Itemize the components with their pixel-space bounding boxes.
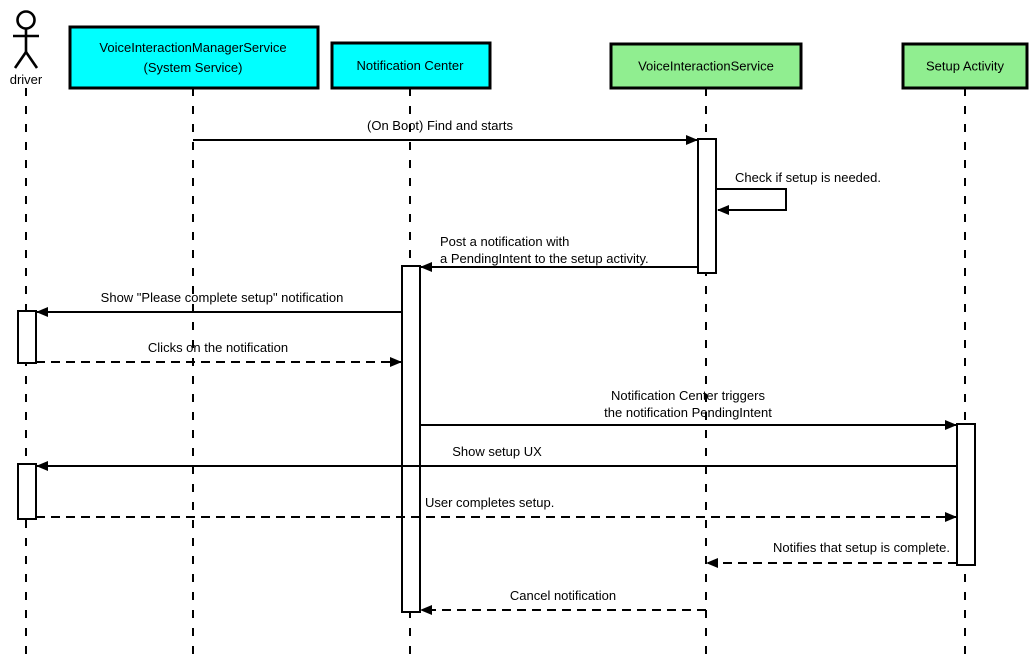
participant-label-vims-line1: VoiceInteractionManagerService — [99, 40, 286, 55]
msg-post-notification-label-line2: a PendingIntent to the setup activity. — [440, 251, 649, 266]
msg-clicks-notification-label-line1: Clicks on the notification — [148, 340, 288, 355]
participant-box-setup[interactable] — [901, 42, 1029, 90]
activation-bar-vis — [697, 138, 717, 274]
participant-headers-layer: driver VoiceInteractionManagerService (Sys… — [10, 10, 1029, 90]
participant-label-vims-line2: (System Service) — [144, 60, 243, 75]
msg-post-notification-label-line1: Post a notification with — [440, 234, 569, 249]
participant-label-driver: driver — [10, 72, 43, 87]
msg-show-notification: Show "Please complete setup" notificatio… — [36, 290, 402, 317]
participant-box-vis[interactable] — [609, 42, 803, 90]
activation-bar-setup — [956, 423, 976, 566]
msg-check-setup-label-line1: Check if setup is needed. — [735, 170, 881, 185]
msg-show-notification-label-line1: Show "Please complete setup" notificatio… — [101, 290, 344, 305]
activation-bars-layer — [17, 138, 976, 613]
participant-label-vis: VoiceInteractionService — [638, 58, 774, 73]
msg-check-setup: Check if setup is needed. — [716, 170, 881, 215]
participant-driver[interactable]: driver — [10, 10, 43, 88]
participant-vis[interactable]: VoiceInteractionService — [609, 42, 803, 90]
actor-leg-left-icon — [13, 51, 28, 69]
participant-notifctr[interactable]: Notification Center — [330, 41, 492, 90]
msg-cancel-notification: Cancel notification — [420, 588, 706, 615]
msg-trigger-pendingintent-label-line2: the notification PendingIntent — [604, 405, 772, 420]
participant-setup[interactable]: Setup Activity — [901, 42, 1029, 90]
msg-show-setup-ux: Show setup UX — [36, 444, 957, 471]
participant-vims[interactable]: VoiceInteractionManagerService (System Se… — [68, 25, 320, 90]
msg-cancel-notification-label-line1: Cancel notification — [510, 588, 616, 603]
msg-check-setup-arrow — [716, 188, 787, 215]
participant-label-setup: Setup Activity — [926, 58, 1005, 73]
msg-show-setup-ux-label-line1: Show setup UX — [452, 444, 542, 459]
msg-trigger-pendingintent-label-line1: Notification Center triggers — [611, 388, 765, 403]
actor-leg-right-icon — [24, 51, 39, 69]
msg-notifies-complete-label-line1: Notifies that setup is complete. — [773, 540, 950, 555]
participant-box-notifctr[interactable] — [330, 41, 492, 90]
activation-bar-driver — [17, 463, 37, 520]
actor-head-icon — [16, 10, 36, 30]
msg-trigger-pendingintent: Notification Center triggers the notifica… — [420, 388, 957, 430]
activation-bar-notifctr — [401, 265, 421, 613]
msg-user-completes-setup-label-line1: User completes setup. — [425, 495, 554, 510]
msg-user-completes-setup: User completes setup. — [36, 495, 957, 522]
msg-post-notification: Post a notification with a PendingIntent … — [420, 234, 698, 272]
msg-on-boot: (On Boot) Find and starts — [193, 118, 698, 145]
msg-clicks-notification: Clicks on the notification — [36, 340, 402, 367]
participant-label-notifctr: Notification Center — [357, 58, 465, 73]
participant-box-vims[interactable] — [68, 25, 320, 90]
activation-bar-driver — [17, 310, 37, 364]
msg-on-boot-label-line1: (On Boot) Find and starts — [367, 118, 513, 133]
msg-notifies-complete: Notifies that setup is complete. — [706, 540, 957, 568]
